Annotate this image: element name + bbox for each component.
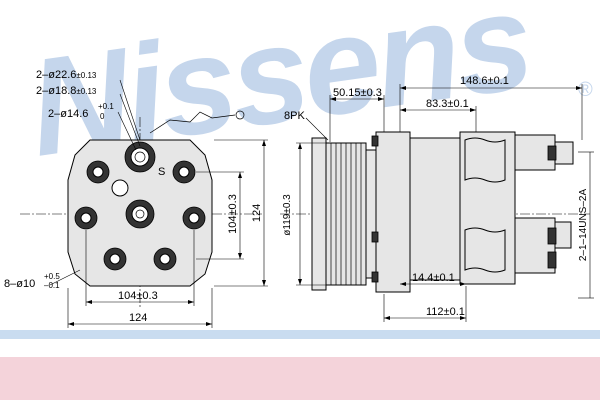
port-b-label: 2–ø18.8±0.13: [36, 85, 97, 97]
mount-holes-tol-dn: –0.1: [44, 281, 60, 290]
width-inner-label: 104±0.3: [118, 290, 158, 302]
mount-dim-label: 83.3±0.1: [426, 98, 469, 110]
thread-label: 2–1–14UNS–2A: [578, 189, 589, 262]
front-view-labels: 2–ø22.6±0.13 2–ø18.8±0.13 2–ø14.6 +0.1 0…: [4, 69, 263, 324]
port-mark: S: [158, 166, 165, 178]
front-view: S: [20, 79, 268, 328]
belt-label: 8PK: [284, 110, 305, 122]
discharge-port: [125, 199, 155, 229]
pink-footer-band: [0, 357, 600, 400]
pulley: [311, 137, 377, 291]
center-boss: [111, 179, 129, 197]
compressor-side-body: [371, 131, 574, 293]
height-inner-label: 104±0.3: [227, 194, 239, 234]
port-c-tol-up: +0.1: [98, 102, 114, 111]
pulley-diameter-label: ø119±0.3: [282, 194, 293, 236]
flange-dim-label: 14.4±0.1: [412, 272, 455, 284]
mounting-hole: [74, 160, 206, 271]
mount-holes-tol-up: +0.5: [44, 272, 60, 281]
width-outer-label: 124: [129, 312, 147, 324]
port-c-tol-dn: 0: [100, 112, 105, 121]
overall-length-label: 148.6±0.1: [460, 75, 509, 87]
side-view-labels: 8PK ø119±0.3 50.15±0.3 148.6±0.1 83.3±0.…: [282, 75, 589, 318]
mount-holes-label: 8–ø10: [4, 278, 35, 290]
body-length-label: 112±0.1: [426, 306, 465, 318]
port-c-label: 2–ø14.6: [48, 108, 88, 120]
pulley-offset-label: 50.15±0.3: [333, 87, 382, 99]
registered-mark: ®: [578, 79, 593, 101]
blue-divider-rule: [0, 330, 600, 339]
port-a-label: 2–ø22.6±0.13: [36, 69, 97, 81]
suction-port: [124, 141, 156, 173]
height-outer-label: 124: [251, 204, 263, 222]
side-view: [280, 84, 594, 322]
